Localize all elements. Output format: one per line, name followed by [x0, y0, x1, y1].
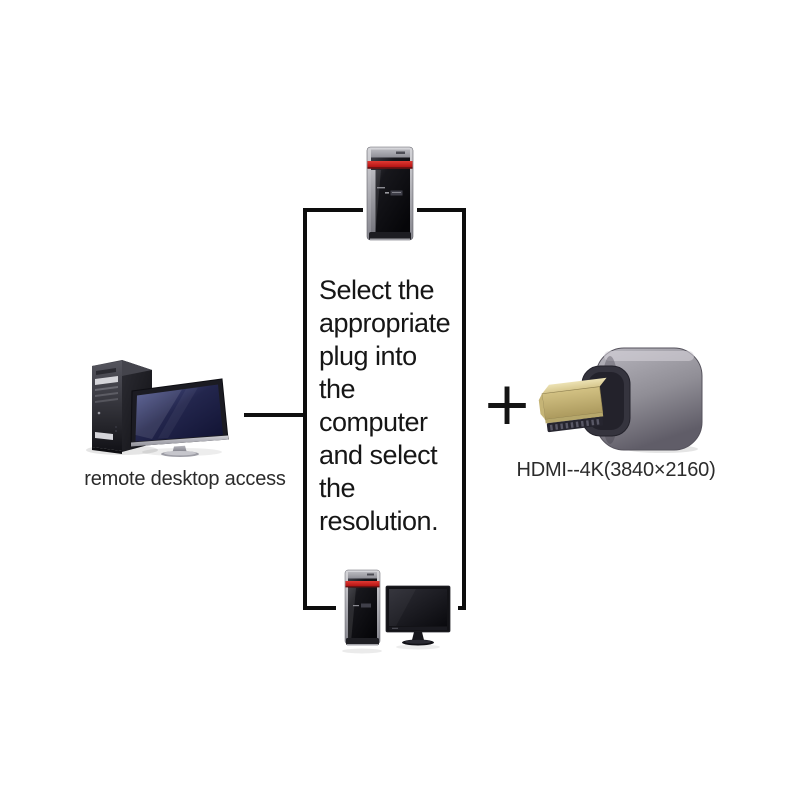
connector-line: [244, 413, 305, 417]
remote-desktop-label: remote desktop access: [84, 468, 286, 490]
desktop-tower-with-monitor-icon: [342, 569, 451, 654]
desktop-tower-top-image: [363, 146, 417, 246]
tower-red-stripe: [345, 581, 380, 586]
instruction-line: appropriate: [319, 308, 451, 338]
plus-sign: +: [481, 369, 533, 439]
instruction-line: the: [319, 374, 356, 404]
monitor-screen: [135, 384, 223, 442]
instruction-line: and select: [319, 440, 438, 470]
instruction-box: Select the appropriate plug into the com…: [303, 208, 466, 610]
instruction-line: resolution.: [319, 506, 439, 536]
instruction-line: Select the: [319, 275, 435, 305]
monitor-screen: [389, 589, 447, 626]
hdmi-resolution-label: HDMI--4K(3840×2160): [516, 459, 716, 481]
instruction-line: computer: [319, 407, 428, 437]
hdmi-plug-image: [536, 340, 708, 458]
instruction-line: plug into: [319, 341, 417, 371]
tower-red-stripe: [367, 161, 413, 167]
hdmi-connector: [538, 377, 607, 433]
instruction-line: the: [319, 473, 356, 503]
remote-desktop-image: [82, 356, 230, 458]
instruction-text: Select the appropriate plug into the com…: [307, 212, 462, 538]
desktop-pc-with-monitor-icon: [86, 360, 229, 457]
desktop-tower-icon: [366, 146, 414, 241]
hdmi-dummy-plug-icon: [538, 347, 703, 453]
desktop-monitor-bottom-image: [336, 566, 458, 658]
